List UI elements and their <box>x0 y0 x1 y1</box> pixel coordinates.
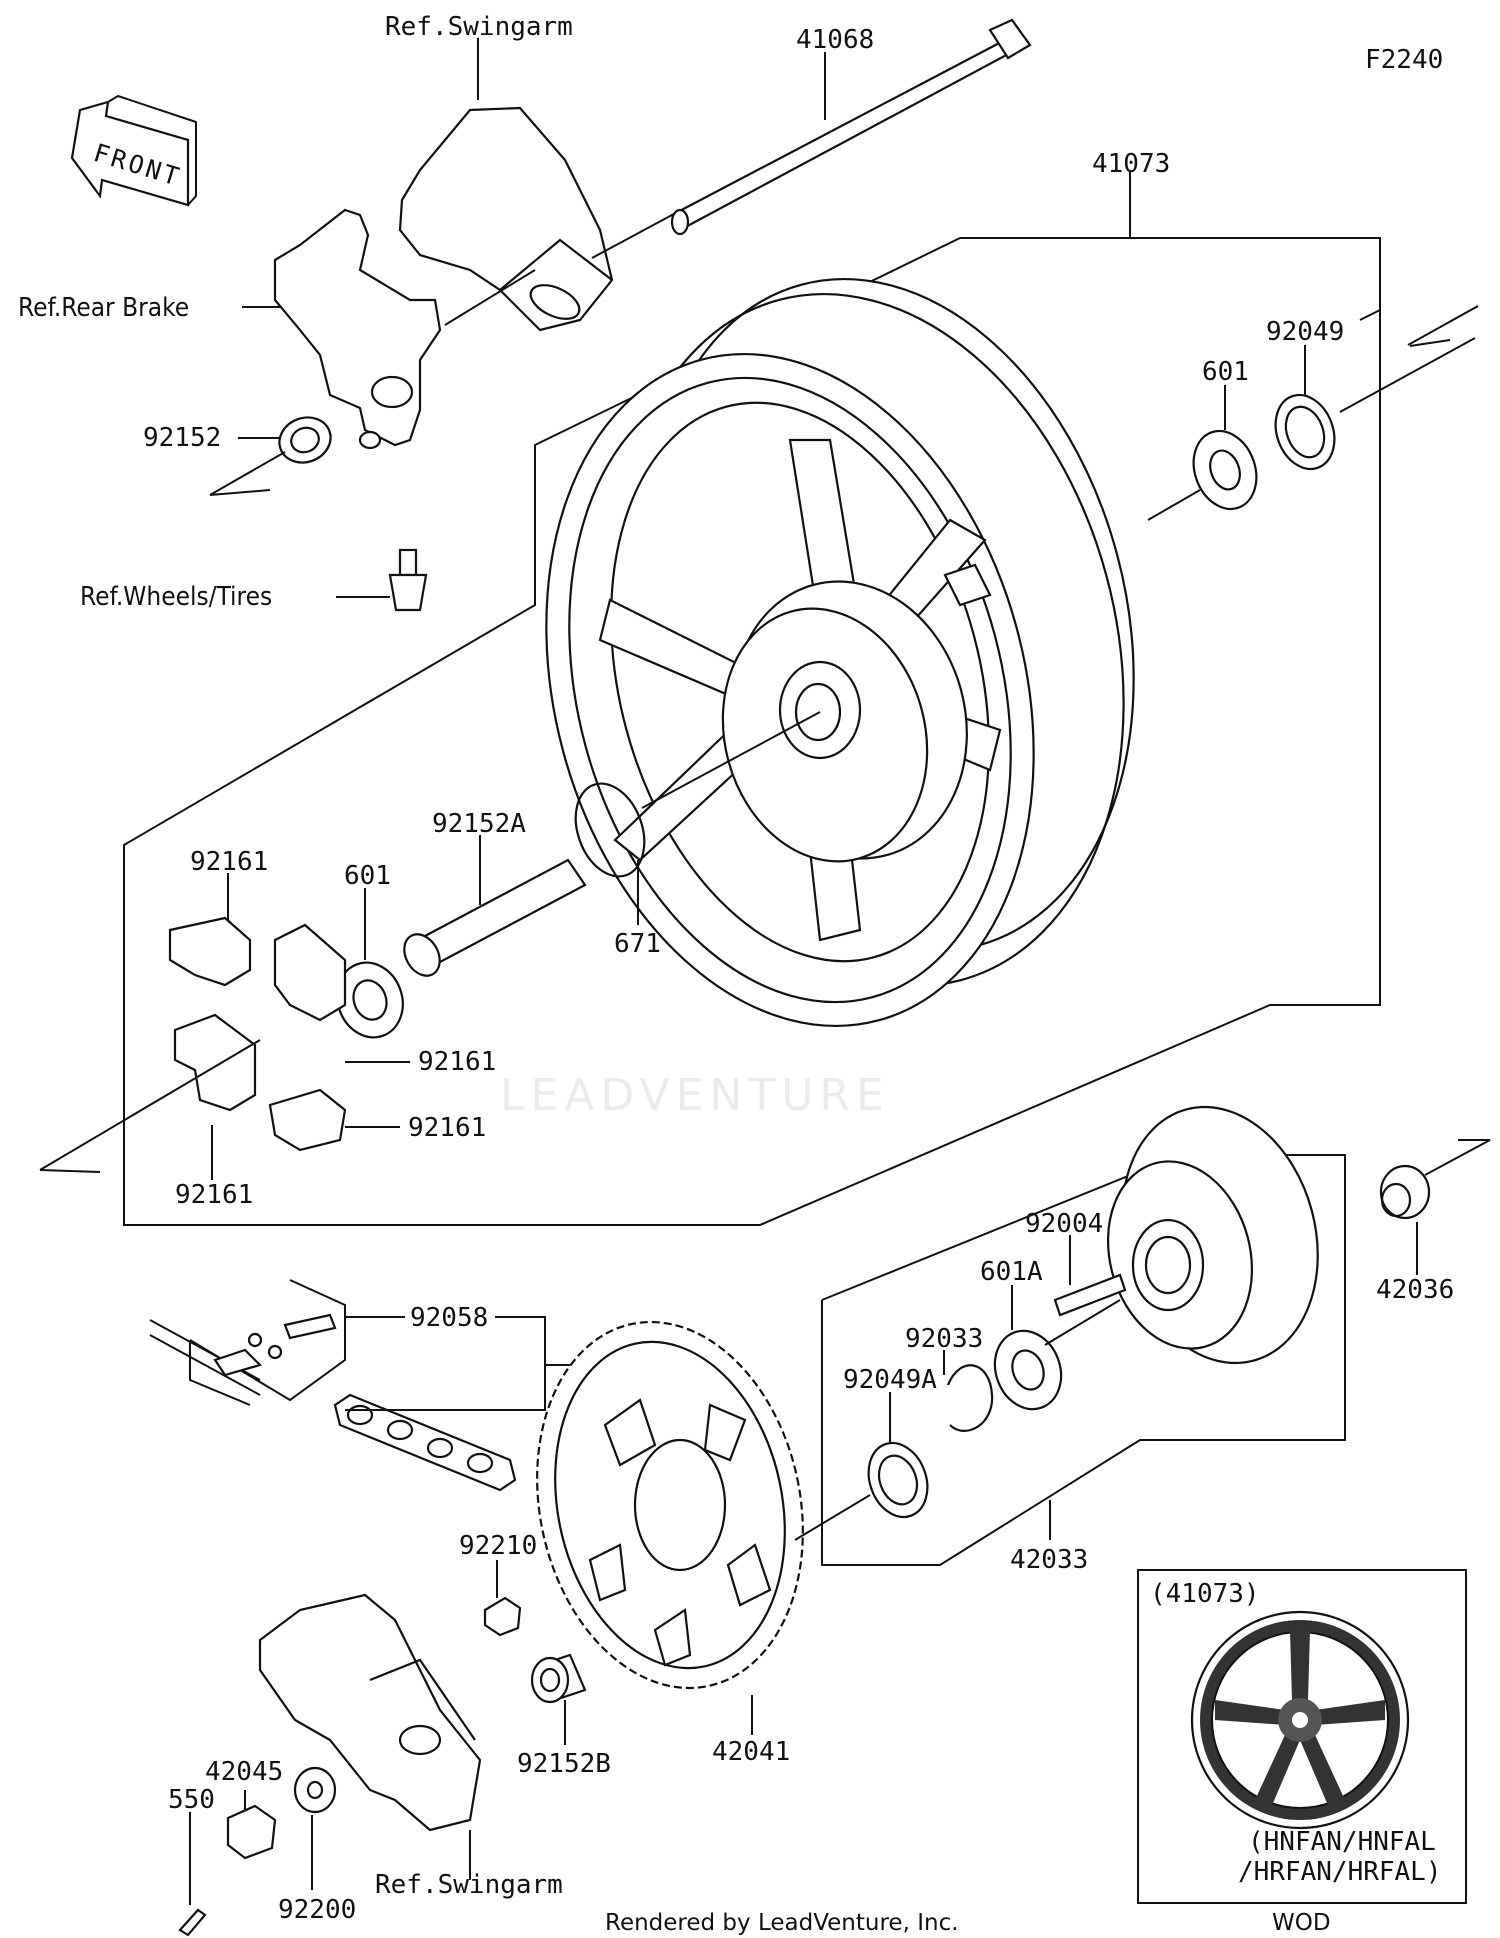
inset-title: (41073) <box>1150 1579 1260 1609</box>
cotter-pin-550 <box>178 1908 207 1937</box>
label-92049: 92049 <box>1266 317 1344 347</box>
figure-code: F2240 <box>1365 45 1443 75</box>
inset-wheel <box>1190 1610 1410 1830</box>
sprocket-42041 <box>536 1320 804 1690</box>
label-92004: 92004 <box>1025 1209 1103 1239</box>
ref-rear-brake: Ref.Rear Brake <box>18 293 189 323</box>
seal-92049A <box>867 1441 929 1519</box>
label-601-mid: 601 <box>344 861 391 891</box>
bearing-601-mid <box>336 961 404 1039</box>
circlip-92033 <box>946 1364 994 1432</box>
swingarm-bottom <box>258 1593 482 1832</box>
label-92152B: 92152B <box>517 1749 611 1779</box>
label-42033: 42033 <box>1010 1545 1088 1575</box>
label-41073: 41073 <box>1092 149 1170 179</box>
inset-models-1: (HNFAN/HNFAL <box>1248 1827 1436 1857</box>
ref-wheels-tires: Ref.Wheels/Tires <box>80 582 272 612</box>
swingarm-top <box>398 106 614 332</box>
collar-92152A <box>403 858 587 977</box>
collar-92152B <box>530 1653 587 1704</box>
label-41068: 41068 <box>796 25 874 55</box>
label-92152A: 92152A <box>432 809 526 839</box>
seal-92049 <box>1274 393 1336 471</box>
inset-variant: WOD <box>1272 1910 1331 1936</box>
footer-credit: Rendered by LeadVenture, Inc. <box>605 1910 959 1936</box>
stud-92004 <box>1053 1273 1127 1317</box>
sprocket-hub <box>1106 1105 1319 1365</box>
label-92200: 92200 <box>278 1895 356 1925</box>
o-ring-671 <box>574 782 646 878</box>
watermark-text: LEADVENTURE <box>500 1070 890 1121</box>
label-92161-b: 92161 <box>418 1047 496 1077</box>
washer-92200 <box>293 1766 337 1814</box>
collar-42036 <box>1379 1164 1431 1220</box>
bearing-601-top <box>1192 429 1258 511</box>
label-550: 550 <box>168 1785 215 1815</box>
label-601-top: 601 <box>1202 357 1249 387</box>
castle-nut-42045 <box>226 1804 277 1860</box>
label-42036: 42036 <box>1376 1275 1454 1305</box>
valve <box>388 548 428 612</box>
label-92161-c: 92161 <box>408 1113 486 1143</box>
front-arrow-icon: FRONT <box>70 94 197 207</box>
label-92033: 92033 <box>905 1324 983 1354</box>
axle-41068 <box>670 18 1032 236</box>
label-671: 671 <box>614 929 661 959</box>
dampers-92161 <box>168 916 347 1152</box>
rear-wheel <box>545 278 1135 1027</box>
label-92049A: 92049A <box>843 1365 937 1395</box>
label-42041: 42041 <box>712 1737 790 1767</box>
label-92210: 92210 <box>459 1531 537 1561</box>
inset-frame <box>1137 1569 1467 1904</box>
ref-swingarm-top: Ref.Swingarm <box>385 12 573 42</box>
label-92058: 92058 <box>410 1303 488 1333</box>
collar-92152 <box>278 416 332 464</box>
bearing-601A <box>993 1329 1063 1411</box>
rear-brake-bracket <box>273 208 442 450</box>
ref-swingarm-bottom: Ref.Swingarm <box>375 1870 563 1900</box>
label-42045: 42045 <box>205 1757 283 1787</box>
label-92152: 92152 <box>143 423 221 453</box>
label-92161-a: 92161 <box>190 847 268 877</box>
label-92161-d: 92161 <box>175 1180 253 1210</box>
chain-92057 <box>149 1279 517 1492</box>
label-601A: 601A <box>980 1257 1043 1287</box>
inset-models-2: /HRFAN/HRFAL) <box>1238 1857 1442 1887</box>
nut-92210 <box>483 1596 522 1637</box>
